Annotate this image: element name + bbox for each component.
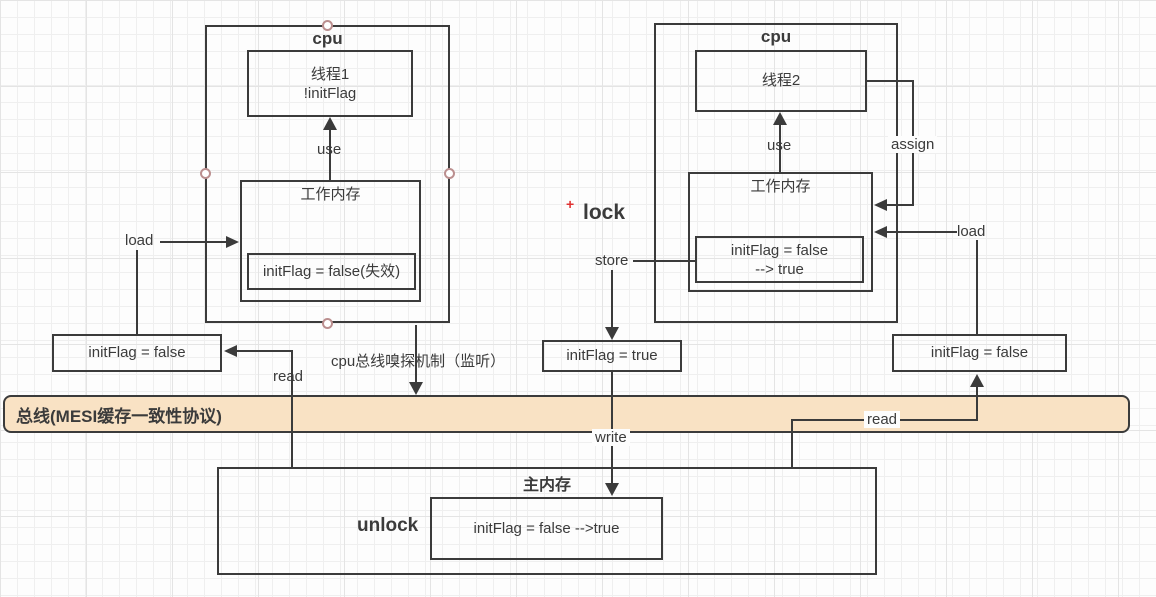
left-thread-box[interactable]: 线程1 !initFlag [247,50,413,117]
right-read-label: read [864,411,901,428]
lock-plus-icon: + [566,196,575,212]
arrowhead-down [409,382,423,395]
right-working-memory-value-line2: --> true [755,261,804,278]
right-thread-box[interactable]: 线程2 [695,50,867,112]
left-cache-box[interactable]: initFlag = false [52,334,222,372]
arrowhead-up [323,117,337,130]
resize-handle-right[interactable] [444,168,455,179]
left-working-memory-value-box[interactable]: initFlag = false(失效) [247,253,416,290]
left-cache-value: initFlag = false [88,344,186,361]
right-working-memory-value-box[interactable]: initFlag = false --> true [695,236,864,283]
arrowhead-right [226,236,239,248]
arrowhead-left [224,345,237,357]
right-cache-box[interactable]: initFlag = false [892,334,1067,372]
store-value: initFlag = true [566,347,658,364]
unlock-label[interactable]: unlock [357,515,419,536]
right-working-memory-title: 工作内存 [750,178,811,195]
left-cpu-title: cpu [312,29,343,48]
arrowhead-up [970,374,984,387]
left-working-memory-value: initFlag = false(失效) [262,263,401,280]
assign-label: assign [888,136,938,153]
lock-label[interactable]: lock [583,201,626,224]
store-value-box[interactable]: initFlag = true [542,340,682,372]
arrowhead-down [605,483,619,496]
bus-label: 总线(MESI缓存一致性协议) [16,406,222,426]
arrowhead-down [605,327,619,340]
resize-handle-top[interactable] [322,20,333,31]
left-read-label: read [273,368,304,385]
main-memory-value: initFlag = false -->true [473,520,620,537]
left-working-memory-box[interactable] [240,180,421,302]
snoop-label: cpu总线嗅探机制（监听） [331,353,506,370]
arrowhead-up [773,112,787,125]
left-use-label: use [317,141,342,158]
resize-handle-left[interactable] [200,168,211,179]
main-memory-title: 主内存 [522,477,571,494]
right-load-label: load [957,223,986,240]
right-working-memory-box[interactable] [688,172,873,292]
right-cpu-title: cpu [760,27,792,46]
right-thread-name: 线程2 [761,72,801,89]
write-label: write [592,429,630,446]
store-label: store [595,252,629,269]
left-thread-expr: !initFlag [303,85,357,102]
arrowhead-left [874,226,887,238]
right-cache-value: initFlag = false [930,344,1029,361]
left-working-memory-title: 工作内存 [300,186,361,203]
arrowhead-left [874,199,887,211]
main-memory-value-box[interactable]: initFlag = false -->true [430,497,663,560]
right-cpu-box[interactable] [654,23,898,323]
main-memory-box[interactable] [217,467,877,575]
right-use-label: use [767,137,792,154]
right-working-memory-value-line1: initFlag = false [730,242,829,259]
resize-handle-bottom[interactable] [322,318,333,329]
bus-bar[interactable]: 总线(MESI缓存一致性协议) [3,395,1130,433]
left-thread-name: 线程1 [310,66,350,83]
left-load-label: load [125,232,154,249]
